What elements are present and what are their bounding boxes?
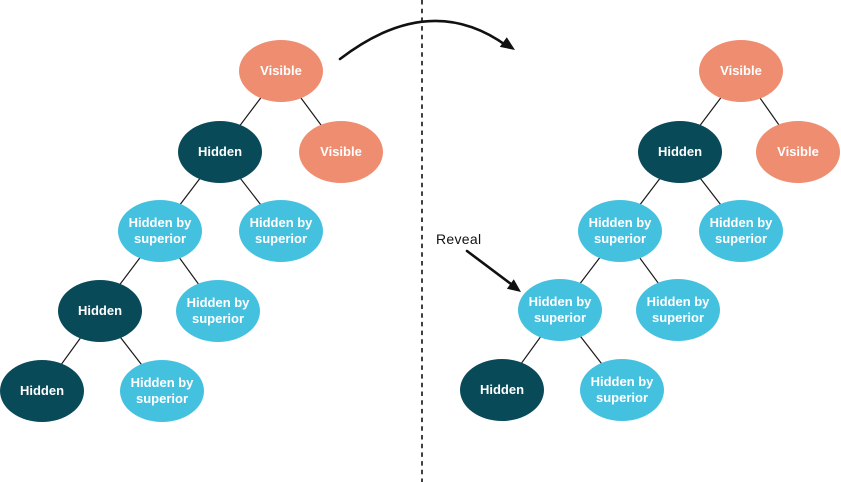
right-tree-node-hbs-3: Hidden by superior [636, 279, 720, 341]
left-tree-node-hbs-1: Hidden by superior [118, 200, 202, 262]
left-tree-node-hbs-leaf: Hidden by superior [120, 360, 204, 422]
reveal-arrowhead-icon [506, 279, 521, 292]
left-tree-node-hbs-3: Hidden by superior [176, 280, 260, 342]
right-tree-node-hbs-leaf: Hidden by superior [580, 359, 664, 421]
left-tree-node-hidden: Hidden [178, 121, 262, 183]
right-tree-node-hidden-leaf: Hidden [460, 359, 544, 421]
right-tree-node-visible-child: Visible [756, 121, 840, 183]
reveal-annotation-label: Reveal [436, 231, 482, 247]
left-tree-node-hidden-deep: Hidden [58, 280, 142, 342]
transition-arrow-icon [338, 19, 515, 61]
reveal-arrow-line [465, 249, 513, 286]
right-tree-node-hbs-2: Hidden by superior [699, 200, 783, 262]
right-tree-node-root-visible: Visible [699, 40, 783, 102]
left-tree-node-root-visible: Visible [239, 40, 323, 102]
transition-arrow-curve [338, 19, 509, 61]
right-tree-node-hbs-1: Hidden by superior [578, 200, 662, 262]
left-tree-node-visible-child: Visible [299, 121, 383, 183]
right-tree-node-revealed-hbs: Hidden by superior [518, 279, 602, 341]
reveal-arrow-icon [465, 249, 521, 292]
left-tree-node-hbs-2: Hidden by superior [239, 200, 323, 262]
transition-arrowhead-icon [499, 37, 515, 50]
right-tree-node-hidden: Hidden [638, 121, 722, 183]
left-tree-node-hidden-leaf: Hidden [0, 360, 84, 422]
